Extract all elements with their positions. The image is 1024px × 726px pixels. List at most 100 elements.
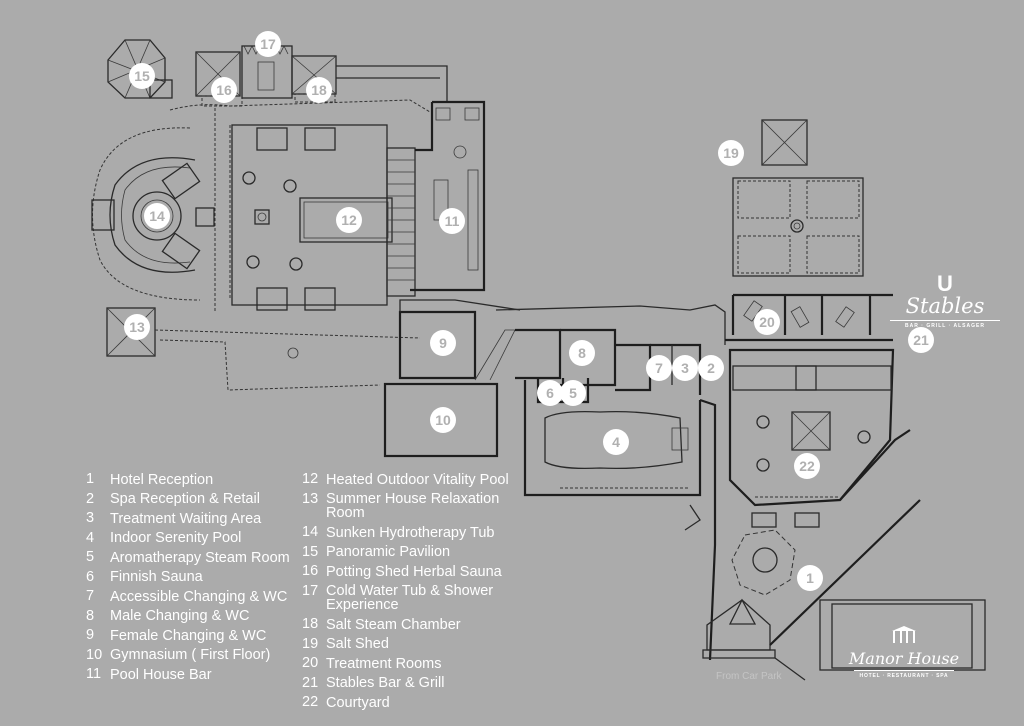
stables-title: Stables (905, 294, 985, 318)
legend-label: Indoor Serenity Pool (110, 530, 242, 547)
legend-number: 16 (302, 563, 319, 579)
marker-2[interactable]: 2 (698, 355, 724, 381)
legend-label: Female Changing & WC (110, 627, 267, 644)
marker-21[interactable]: 21 (908, 327, 934, 353)
marker-10[interactable]: 10 (430, 407, 456, 433)
legend-label: Aromatherapy Steam Room (110, 549, 290, 566)
legend-number: 8 (86, 607, 95, 624)
legend-item: 9 Female Changing & WC (86, 626, 296, 646)
legend-number: 19 (302, 635, 319, 652)
legend-number: 11 (86, 666, 102, 682)
legend-label: Panoramic Pavilion (326, 544, 451, 561)
legend-label: Courtyard (326, 694, 390, 711)
stables-subtitle: BAR · GRILL · ALSAGER (905, 323, 985, 329)
legend-item: 2 Spa Reception & Retail (86, 490, 296, 510)
courtyard (728, 348, 911, 507)
legend-label: Treatment Rooms (326, 655, 442, 672)
marker-17[interactable]: 17 (255, 31, 281, 57)
legend-number: 10 (86, 646, 103, 663)
from-car-park-label: From Car Park (716, 671, 782, 682)
legend-label: Cold Water Tub & Shower Experience (326, 583, 494, 614)
legend-number: 22 (302, 694, 319, 710)
legend-item: 5 Aromatherapy Steam Room (86, 548, 296, 568)
legend-label: Summer House Relaxation Room (326, 491, 500, 522)
legend-number: 20 (302, 655, 319, 671)
gazebo-icon (892, 626, 916, 643)
marker-20[interactable]: 20 (754, 309, 780, 335)
legend-number: 9 (86, 627, 95, 643)
legend-item: 17 Cold Water Tub & Shower Experience (302, 582, 522, 616)
legend-number: 14 (302, 524, 319, 540)
legend-label: Potting Shed Herbal Sauna (326, 563, 502, 580)
salt-shed-garden (732, 119, 864, 277)
legend-item: 4 Indoor Serenity Pool (86, 529, 296, 549)
marker-12[interactable]: 12 (336, 207, 362, 233)
manor-house-divider (854, 670, 954, 671)
marker-8[interactable]: 8 (569, 340, 595, 366)
legend-label: Male Changing & WC (110, 608, 250, 625)
legend-item: 15 Panoramic Pavilion (302, 543, 522, 563)
marker-19[interactable]: 19 (718, 140, 744, 166)
legend-number: 15 (302, 543, 319, 560)
legend-number: 6 (86, 568, 95, 585)
legend-number: 5 (86, 549, 95, 565)
legend-number: 3 (86, 510, 95, 526)
legend-item: 22 Courtyard (302, 693, 522, 713)
outdoor-terrace (214, 108, 393, 312)
marker-18[interactable]: 18 (306, 77, 332, 103)
marker-1[interactable]: 1 (797, 565, 823, 591)
legend-label: Treatment Waiting Area (110, 510, 262, 527)
legend-number: 7 (86, 588, 95, 604)
legend-number: 12 (302, 471, 319, 487)
marker-22[interactable]: 22 (794, 453, 820, 479)
legend-label: Stables Bar & Grill (326, 675, 445, 692)
legend-item: 10 Gymnasium ( First Floor) (86, 646, 296, 666)
legend-item: 14 Sunken Hydrotherapy Tub (302, 523, 522, 543)
legend-item: 19 Salt Shed (302, 635, 522, 655)
changing-block (383, 299, 726, 458)
legend-number: 13 (302, 490, 319, 507)
legend-item: 6 Finnish Sauna (86, 568, 296, 588)
marker-14[interactable]: 14 (144, 203, 170, 229)
marker-3[interactable]: 3 (672, 355, 698, 381)
marker-6[interactable]: 6 (537, 380, 563, 406)
legend-number: 4 (86, 529, 95, 546)
marker-5[interactable]: 5 (560, 380, 586, 406)
manor-house-subtitle: HOTEL · RESTAURANT · SPA (859, 673, 949, 679)
legend-label: Gymnasium ( First Floor) (110, 647, 271, 664)
manor-house-logo: Manor House HOTEL · RESTAURANT · SPA (848, 625, 960, 679)
reception-approach (684, 398, 986, 681)
legend-item: 12 Heated Outdoor Vitality Pool (302, 470, 522, 490)
legend-number: 21 (302, 674, 319, 691)
legend-label: Sunken Hydrotherapy Tub (326, 524, 495, 541)
legend-number: 17 (302, 582, 319, 599)
summer-house (106, 307, 421, 391)
legend-item: 16 Potting Shed Herbal Sauna (302, 562, 522, 582)
legend-label: Spa Reception & Retail (110, 491, 260, 508)
sunken-tub-garden (91, 127, 215, 301)
legend-label: Heated Outdoor Vitality Pool (326, 471, 509, 488)
legend-label: Hotel Reception (110, 471, 214, 488)
marker-4[interactable]: 4 (603, 429, 629, 455)
marker-9[interactable]: 9 (430, 330, 456, 356)
legend-label: Salt Shed (326, 636, 389, 653)
indoor-pool-hall (523, 380, 702, 497)
marker-7[interactable]: 7 (646, 355, 672, 381)
legend-item: 21 Stables Bar & Grill (302, 674, 522, 694)
legend-right: 12 Heated Outdoor Vitality Pool 13 Summer H… (302, 470, 522, 713)
marker-13[interactable]: 13 (124, 314, 150, 340)
legend-item: 11 Pool House Bar (86, 665, 296, 685)
legend-label: Pool House Bar (110, 666, 212, 683)
marker-11[interactable]: 11 (439, 208, 465, 234)
marker-15[interactable]: 15 (129, 63, 155, 89)
stables-divider (890, 320, 1000, 321)
legend-label: Finnish Sauna (110, 569, 203, 586)
marker-16[interactable]: 16 (211, 77, 237, 103)
legend-number: 2 (86, 490, 95, 507)
legend-item: 3 Treatment Waiting Area (86, 509, 296, 529)
legend-item: 13 Summer House Relaxation Room (302, 490, 522, 524)
